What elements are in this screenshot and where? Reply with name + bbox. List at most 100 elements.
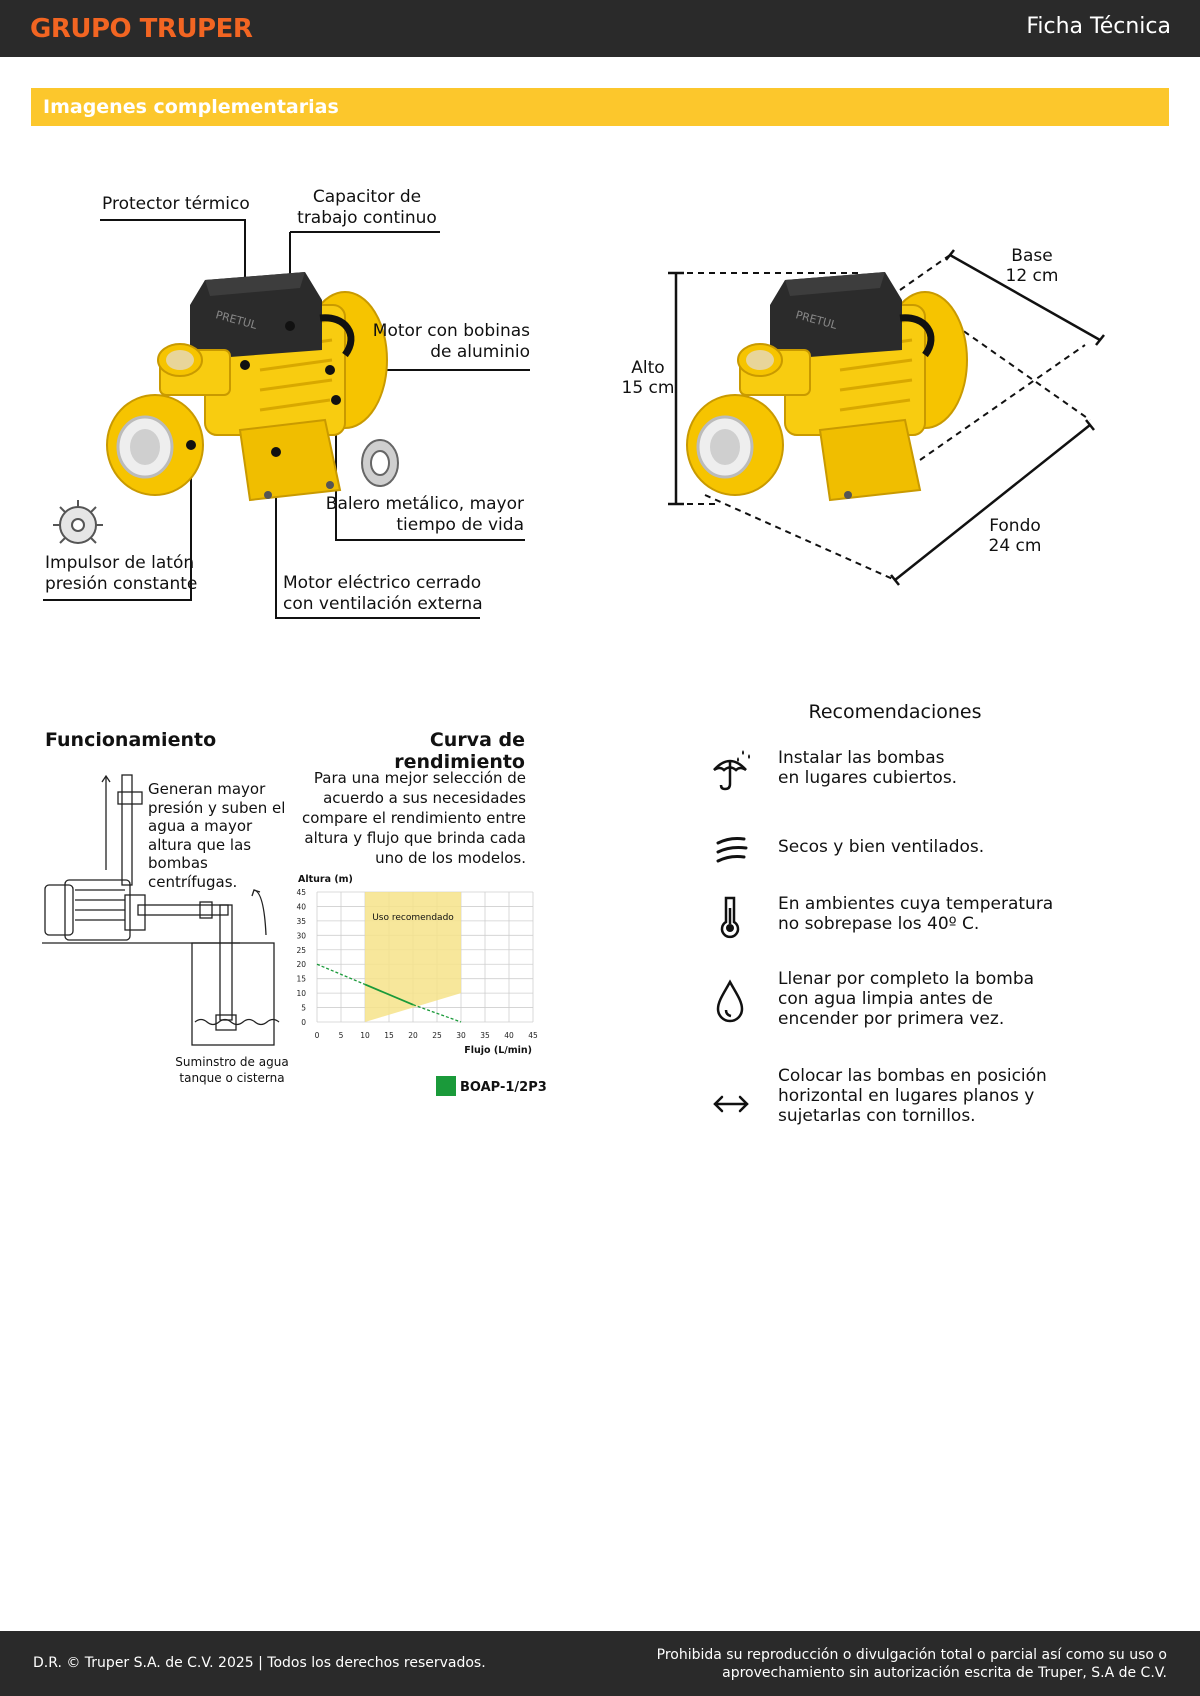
chart-x-tick-35: 35 [480, 1031, 490, 1040]
chart-y-tick-10: 10 [296, 989, 306, 998]
thermometer-icon [720, 896, 740, 939]
footer-bar: D.R. © Truper S.A. de C.V. 2025 | Todos … [0, 1631, 1200, 1696]
recommendation-item-5: Colocar las bombas en posición horizonta… [700, 1066, 1120, 1136]
curva-text-line-2: acuerdo a sus necesidades [323, 789, 526, 807]
callout-capacitor: Capacitor de trabajo continuo [282, 187, 452, 229]
chart-y-tick-25: 25 [296, 946, 306, 955]
callout-balero-line2: tiempo de vida [396, 515, 524, 535]
chart-recommended-label: Uso recomendado [372, 913, 454, 923]
dimension-fondo: Fondo 24 cm [982, 516, 1048, 556]
chart-x-tick-15: 15 [384, 1031, 394, 1040]
recommendation-5-line2: horizontal en lugares planos y [778, 1086, 1035, 1106]
pump-installation-diagram [42, 774, 280, 1046]
chart-x-tick-30: 30 [456, 1031, 466, 1040]
chart-y-tick-35: 35 [296, 917, 306, 926]
recommendation-1-line1: Instalar las bombas [778, 748, 945, 768]
callout-balero-line1: Balero metálico, mayor [325, 494, 524, 514]
curva-title: Curva de rendimiento [394, 729, 525, 773]
funcionamiento-text-line-1: Generan mayor [148, 780, 266, 798]
curva-text-line-1: Para una mejor selección de [313, 769, 526, 787]
water-drop-icon [716, 979, 744, 1023]
curva-text-line-5: uno de los modelos. [375, 849, 526, 867]
wind-icon [716, 837, 748, 863]
dimension-base-label: Base [1011, 246, 1053, 266]
chart-series-0-segment-1 [364, 983, 414, 1006]
recommendation-text-2: Secos y bien ventilados. [778, 837, 1118, 857]
recommendation-item-1: Instalar las bombas en lugares cubiertos… [700, 748, 1120, 808]
chart-y-tick-30: 30 [296, 931, 306, 940]
recommendation-5-line1: Colocar las bombas en posición [778, 1066, 1047, 1086]
umbrella-rain-icon [713, 750, 750, 791]
footer-legal-line2: aprovechamiento sin autorización escrita… [722, 1665, 1167, 1681]
chart-y-tick-0: 0 [301, 1018, 306, 1027]
water-supply-line1: Suminstro de agua [175, 1055, 289, 1069]
curva-text-line-3: compare el rendimiento entre [301, 809, 526, 827]
chart-x-tick-0: 0 [315, 1031, 320, 1040]
funcionamiento-text-line-3: agua a mayor [148, 817, 253, 835]
curva-text: Para una mejor selección de acuerdo a sus… [290, 768, 526, 868]
chart-legend-swatch [436, 1076, 456, 1096]
recommendation-text-1: Instalar las bombas en lugares cubiertos… [778, 748, 1118, 788]
chart-y-tick-5: 5 [301, 1004, 306, 1013]
recommendation-5-line3: sujetarlas con tornillos. [778, 1106, 976, 1126]
callout-motor-bobinas-line2: de aluminio [430, 342, 530, 362]
chart-x-tick-20: 20 [408, 1031, 418, 1040]
callout-motor-bobinas-line1: Motor con bobinas [372, 321, 530, 341]
recommendation-text-5: Colocar las bombas en posición horizonta… [778, 1066, 1118, 1126]
pump-features-illustration: PRETUL [43, 219, 530, 619]
recommendation-text-4: Llenar por completo la bomba con agua li… [778, 969, 1118, 1029]
chart-y-tick-40: 40 [296, 902, 306, 911]
footer-copyright: D.R. © Truper S.A. de C.V. 2025 | Todos … [33, 1655, 486, 1671]
footer-legal-notice: Prohibida su reproducción o divulgación … [607, 1646, 1167, 1682]
pump-dimensions-illustration: PRETUL [668, 249, 1105, 586]
top-header-bar: GRUPO TRUPER Ficha Técnica [0, 0, 1200, 57]
chart-x-tick-25: 25 [432, 1031, 442, 1040]
dimension-alto-value: 15 cm [621, 378, 675, 398]
dimension-alto: Alto 15 cm [620, 358, 676, 398]
bearing-icon [361, 439, 399, 487]
chart-y-axis-label: Altura (m) [298, 874, 353, 885]
recommendation-3-line2: no sobrepase los 40º C. [778, 914, 980, 934]
callout-impulsor-line2: presión constante [45, 574, 198, 594]
dimension-fondo-label: Fondo [989, 516, 1041, 536]
funcionamiento-text-line-5: bombas centrífugas. [148, 854, 238, 891]
brand-logo: GRUPO TRUPER [30, 14, 253, 44]
horizontal-arrows-icon [713, 1095, 749, 1113]
callout-motor-electrico-line2: con ventilación externa [283, 594, 483, 614]
chart-x-tick-10: 10 [360, 1031, 370, 1040]
callout-motor-electrico: Motor eléctrico cerrado con ventilación … [283, 573, 503, 615]
chart-y-tick-45: 45 [296, 888, 306, 897]
callout-motor-bobinas: Motor con bobinas de aluminio [330, 321, 530, 363]
chart-series-0-segment-0 [316, 963, 366, 986]
footer-legal-line1: Prohibida su reproducción o divulgación … [656, 1647, 1167, 1663]
callout-impulsor: Impulsor de latón presión constante [45, 553, 205, 595]
section-header-bar: Imagenes complementarias [31, 88, 1169, 126]
chart-y-tick-15: 15 [296, 975, 306, 984]
callout-protector-termico: Protector térmico [102, 194, 250, 214]
callout-capacitor-line1: Capacitor de [312, 187, 422, 207]
water-supply-label: Suminstro de agua tanque o cisterna [172, 1054, 292, 1086]
chart-x-tick-5: 5 [339, 1031, 344, 1040]
document-type: Ficha Técnica [1026, 14, 1171, 39]
impeller-icon [53, 500, 103, 544]
recommendation-text-3: En ambientes cuya temperatura no sobrepa… [778, 894, 1118, 934]
dimension-base: Base 12 cm [1000, 246, 1064, 286]
chart-series [316, 963, 462, 1023]
callout-capacitor-line2: trabajo continuo [297, 208, 437, 228]
curva-text-line-4: altura y flujo que brinda cada [304, 829, 526, 847]
chart-x-tick-40: 40 [504, 1031, 514, 1040]
funcionamiento-text-line-4: altura que las [148, 835, 252, 854]
water-supply-line2: tanque o cisterna [179, 1071, 285, 1085]
performance-chart: Altura (m) Uso recomendado 0 5 10 15 20 25 30 3… [296, 874, 547, 1096]
recommendation-item-2: Secos y bien ventilados. [700, 837, 1120, 897]
chart-series-0-segment-2 [412, 1004, 462, 1023]
callout-impulsor-line1: Impulsor de latón [45, 553, 195, 573]
recommendation-4-line1: Llenar por completo la bomba [778, 969, 1035, 989]
pump-image-left: PRETUL [106, 272, 388, 502]
recommendation-4-line3: encender por primera vez. [778, 1009, 1005, 1029]
dimension-alto-label: Alto [631, 358, 665, 378]
recommendation-4-line2: con agua limpia antes de [778, 989, 993, 1009]
